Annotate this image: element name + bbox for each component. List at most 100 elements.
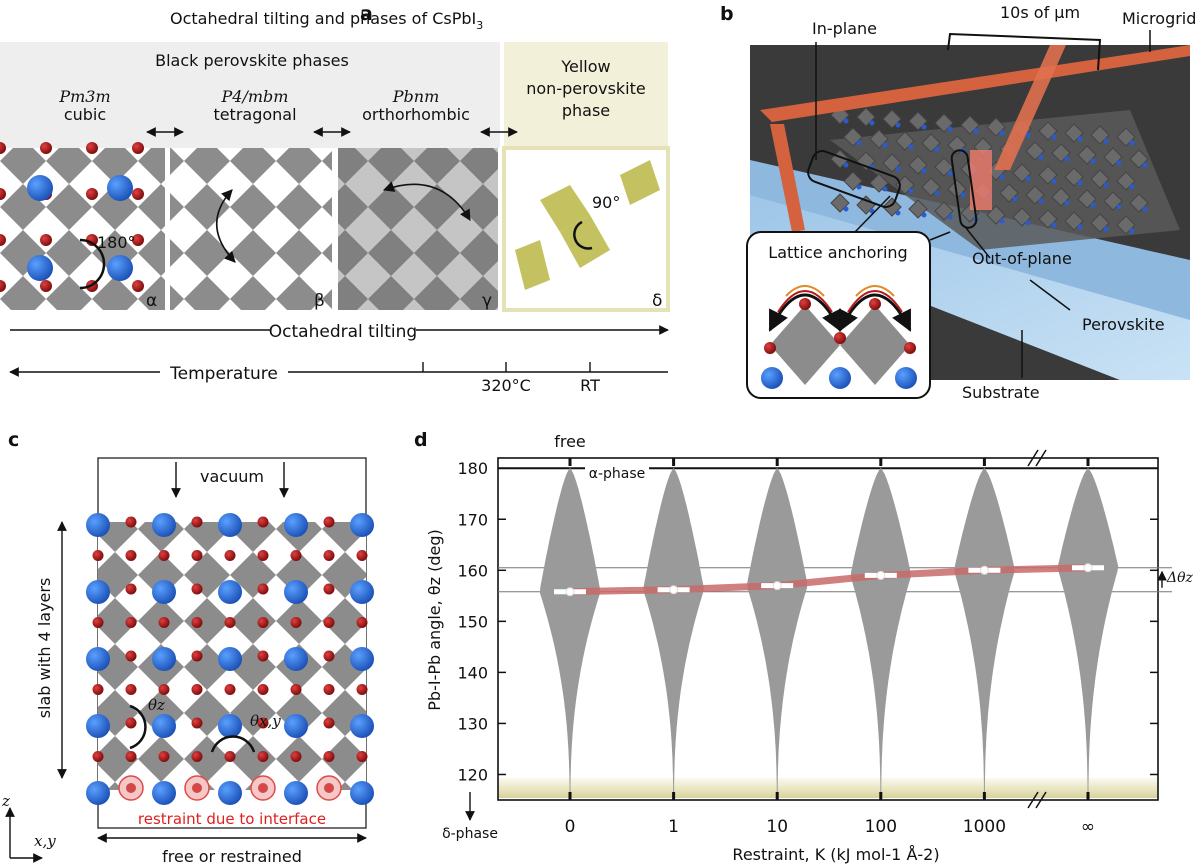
iodide-atom: [257, 583, 269, 595]
iodide-atom: [92, 684, 104, 695]
iodide-atom: [224, 550, 236, 561]
cesium-atom: [843, 162, 849, 168]
cesium-atom: [908, 144, 914, 150]
cesium-atom: [882, 142, 888, 148]
cesium-atom: [1064, 156, 1070, 162]
cesium-atom: [843, 206, 849, 212]
panel-a: a Octahedral tilting and phases of CsPbI…: [0, 3, 670, 395]
black-phase-header: Black perovskite phases: [155, 51, 349, 70]
cesium-atom: [1025, 176, 1031, 182]
iodide-atom: [86, 142, 98, 154]
cesium-atom: [1142, 206, 1148, 212]
iodide-atom: [323, 650, 335, 662]
label-free-or-restrained: free or restrained: [162, 847, 302, 866]
label-vacuum: vacuum: [200, 467, 264, 486]
axis-break: [1027, 449, 1039, 467]
cesium-atom: [999, 218, 1005, 224]
cesium-atom: [1090, 202, 1096, 208]
cesium-atom: [1129, 140, 1135, 146]
cesium-atom: [882, 186, 888, 192]
cesium-atom: [1129, 228, 1135, 234]
label-microgrid: Microgrid: [1122, 9, 1196, 28]
iodide-atom: [125, 650, 137, 662]
cesium-atom: [284, 781, 308, 805]
label-scale: 10s of μm: [1000, 3, 1080, 22]
iodide-atom: [257, 650, 269, 662]
structure-cubic: 180° α: [0, 142, 165, 311]
cesium-atom: [1077, 224, 1083, 230]
iodide-atom: [125, 717, 137, 729]
cesium-atom: [1090, 158, 1096, 164]
cesium-atom: [350, 781, 374, 805]
iodide-atom: [0, 234, 6, 246]
cesium-atom: [895, 166, 901, 172]
label-delta-theta: Δθz: [1166, 570, 1194, 586]
structure-tetragonal: β: [170, 148, 332, 311]
cesium-atom: [1051, 222, 1057, 228]
violin: [954, 468, 1015, 795]
cesium-atom: [947, 126, 953, 132]
median-point: [979, 565, 989, 575]
cesium-atom: [350, 647, 374, 671]
cesium-atom: [218, 513, 242, 537]
cesium-atom: [1129, 184, 1135, 190]
angle-label-delta: 90°: [592, 193, 620, 212]
yellow-header-line1: Yellow: [560, 57, 610, 76]
violin: [1057, 468, 1119, 795]
iodide-atom: [132, 280, 144, 292]
cesium-atom: [218, 580, 242, 604]
label-delta-phase: δ-phase: [442, 826, 498, 842]
cesium-atom: [856, 140, 862, 146]
iodide-atom: [290, 550, 302, 561]
panel-c: c vacuum slab with 4 layers θz θx,y rest…: [1, 429, 374, 866]
cesium-atom: [1064, 200, 1070, 206]
cesium-atom: [1038, 198, 1044, 204]
y-tick-label: 170: [457, 510, 488, 529]
cesium-atom: [1077, 180, 1083, 186]
iodide-atom: [356, 751, 368, 762]
phase-name-tetragonal: tetragonal: [213, 105, 296, 124]
cesium-atom: [27, 175, 53, 201]
y-axis-label: Pb-I-Pb angle, θz (deg): [425, 529, 444, 710]
y-tick-label: 140: [457, 663, 488, 682]
iodide-atom: [0, 142, 6, 154]
iodide-atom: [92, 751, 104, 762]
iodide-atom: [356, 550, 368, 561]
structure-orthorhombic: γ: [338, 148, 498, 311]
iodide-atom: [290, 617, 302, 628]
cesium-atom: [947, 214, 953, 220]
restrained-atom-core: [192, 783, 202, 793]
cesium-atom: [27, 255, 53, 281]
cesium-atom: [1103, 182, 1109, 188]
tilting-label: Octahedral tilting: [269, 322, 417, 342]
panel-c-letter: c: [8, 429, 19, 451]
iodide-atom: [257, 516, 269, 528]
iodide-atom: [257, 751, 269, 762]
temp-tick-320: 320°C: [481, 376, 531, 395]
cesium-atom: [1116, 160, 1122, 166]
x-tick-label: 1000: [963, 817, 1006, 837]
cesium-atom: [921, 124, 927, 130]
iodide-atom: [356, 684, 368, 695]
cesium-atom: [1051, 134, 1057, 140]
x-axis-label: Restraint, K (kJ mol-1 Å-2): [732, 845, 939, 864]
cesium-atom: [1025, 132, 1031, 138]
cesium-atom: [843, 118, 849, 124]
outofplane-callout: [950, 149, 978, 229]
iodide-atom: [158, 550, 170, 561]
median-point: [876, 570, 886, 580]
iodide-atom: [40, 280, 52, 292]
space-group-tetragonal: P4/mbm: [221, 87, 289, 106]
iodide-atom: [191, 617, 203, 628]
cesium-atom: [284, 647, 308, 671]
axis-break: [1035, 449, 1047, 467]
restrained-atom-core: [258, 783, 268, 793]
trend-line: [566, 564, 1092, 596]
cesium-atom: [999, 174, 1005, 180]
panel-b-letter: b: [720, 3, 734, 25]
iodide-atom: [158, 617, 170, 628]
iodide-atom: [92, 617, 104, 628]
cesium-atom: [973, 128, 979, 134]
